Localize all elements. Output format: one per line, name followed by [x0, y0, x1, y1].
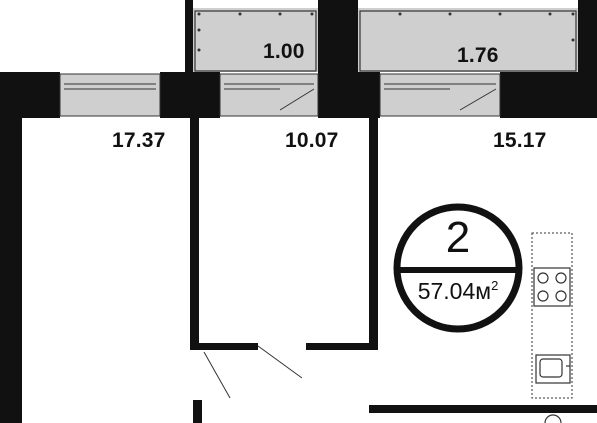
partition-wall-1: [190, 118, 199, 350]
kitchen-counter: [531, 232, 573, 399]
door-swing: [203, 345, 303, 399]
balcony-right-area: [357, 8, 579, 72]
balcony-left-area-label: 1.00: [263, 40, 305, 63]
exterior-wall-top-c: [500, 72, 597, 118]
total-area-value: 57.04: [417, 278, 476, 304]
balcony-left-area: [192, 8, 319, 72]
total-area: 57.04м2: [403, 278, 513, 305]
balcony-wall-top: [185, 0, 193, 72]
windows: [59, 73, 501, 117]
exterior-wall-left: [0, 72, 22, 423]
sink-icon: [535, 354, 571, 384]
balcony-railings: [194, 10, 577, 72]
balcony-divider-wall: [318, 0, 358, 72]
balcony-right-wall: [578, 0, 597, 72]
partition-wall-bottom-b: [306, 343, 378, 350]
stove-icon: [533, 267, 571, 307]
fixture-partial: [544, 414, 562, 423]
room-left-area-label: 17.37: [112, 129, 166, 152]
area-unit-power: 2: [491, 278, 499, 293]
exterior-wall-top-a: [160, 72, 220, 118]
room-middle-area-label: 10.07: [285, 129, 339, 152]
kitchen-area-label: 15.17: [493, 129, 547, 152]
partition-wall-2: [369, 118, 378, 350]
wall-lower-right: [369, 405, 597, 413]
balcony-right-area-label: 1.76: [457, 44, 499, 67]
railing-posts: [197, 12, 575, 52]
partition-wall-bottom-a: [190, 343, 258, 350]
apartment-badge: [393, 203, 523, 333]
exterior-wall-top-b: [318, 72, 380, 118]
wall-lower-left: [193, 400, 202, 423]
area-unit: м: [475, 278, 492, 304]
rooms-count: 2: [445, 213, 471, 262]
